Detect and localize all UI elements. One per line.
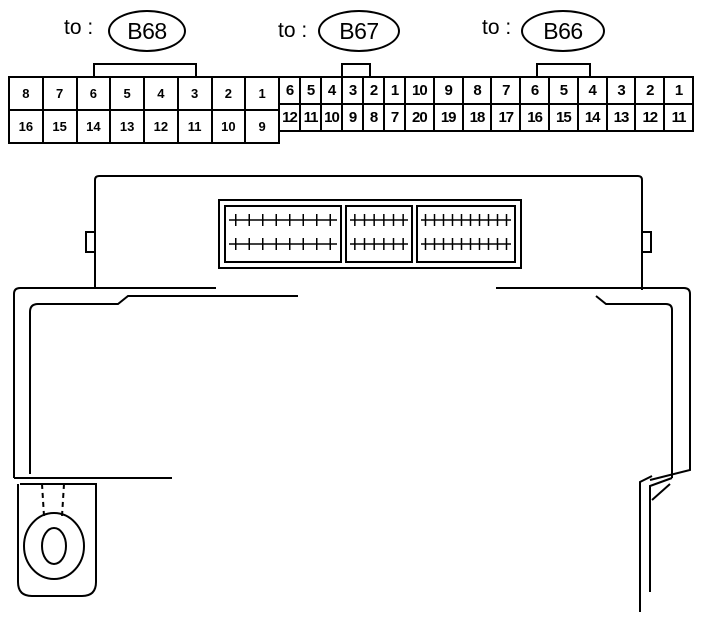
b67-pin: 7 (385, 105, 404, 130)
tab-dash-right (61, 483, 65, 517)
b66-pin: 6 (521, 78, 548, 103)
b68-pin: 15 (43, 111, 76, 142)
b67-key-bracket (341, 63, 371, 76)
socket-pin-marks (229, 214, 511, 250)
b66-pin: 4 (578, 78, 606, 103)
tab-dash-left (41, 483, 45, 517)
bracket-left-inner (29, 295, 298, 474)
b67-pin: 10 (322, 105, 341, 130)
b66-pin: 17 (492, 105, 520, 130)
b66-pin: 2 (636, 78, 664, 103)
socket-section-b68 (224, 205, 342, 263)
b67-connector-label: B67 (318, 10, 400, 52)
b68-pin-grid: 8 7 6 5 4 3 2 1 16 15 14 13 12 11 10 9 (8, 76, 280, 144)
b66-pin: 14 (578, 105, 606, 130)
b67-pin: 3 (343, 78, 362, 103)
b66-pin: 12 (636, 105, 664, 130)
left-ear (85, 231, 95, 253)
b68-pin: 11 (178, 111, 211, 142)
b67-pin: 5 (301, 78, 320, 103)
b68-pin: 13 (111, 111, 143, 142)
bracket-right-leg-inner (649, 477, 673, 592)
b67-pin: 4 (322, 78, 341, 103)
b66-pin: 16 (521, 105, 548, 130)
b66-pin: 8 (463, 78, 491, 103)
b67-pin: 11 (301, 105, 320, 130)
socket-section-b67 (345, 205, 413, 263)
bracket-left-top (13, 287, 216, 478)
b68-pin: 9 (246, 111, 278, 142)
b68-pin: 5 (111, 78, 143, 109)
b68-to-label: to : (64, 16, 94, 39)
b66-key-bracket (536, 63, 591, 76)
b66-pin: 5 (549, 78, 577, 103)
b67-pin: 1 (385, 78, 404, 103)
b68-pin: 10 (212, 111, 245, 142)
b66-pin: 11 (665, 105, 692, 130)
bracket-right-leg-outer (639, 475, 653, 612)
mounting-hole-outer (23, 512, 85, 580)
b66-connector-label: B66 (521, 10, 605, 52)
mounting-hole-inner (41, 527, 67, 565)
b66-pin: 13 (607, 105, 635, 130)
b68-pin: 7 (43, 78, 76, 109)
b67-pin: 8 (364, 105, 383, 130)
bracket-right-inner (595, 295, 673, 478)
b67-pin-grid: 6 5 4 3 2 1 12 11 10 9 8 7 (278, 76, 406, 132)
b67-to-label: to : (278, 19, 308, 42)
b66-pin: 15 (549, 105, 577, 130)
connector-socket (218, 199, 522, 269)
b66-pin: 3 (607, 78, 635, 103)
b66-pin: 1 (665, 78, 692, 103)
b66-pin-grid: 10 9 8 7 6 5 4 3 2 1 20 19 18 17 16 15 1… (404, 76, 694, 132)
b68-pin: 16 (10, 111, 42, 142)
b68-connector-label: B68 (108, 10, 186, 52)
b68-pin: 12 (145, 111, 177, 142)
right-ear (642, 231, 652, 253)
b68-pin: 6 (77, 78, 110, 109)
b66-pin: 9 (434, 78, 462, 103)
b66-pin: 7 (492, 78, 520, 103)
b67-pin: 2 (364, 78, 383, 103)
b68-pin: 14 (77, 111, 110, 142)
b68-pin: 2 (212, 78, 245, 109)
b66-pin: 20 (406, 105, 433, 130)
b66-pin: 19 (434, 105, 462, 130)
b66-pin: 10 (406, 78, 433, 103)
bracket-right-top (496, 287, 691, 481)
b67-pin: 9 (343, 105, 362, 130)
b68-pin: 8 (10, 78, 42, 109)
b68-pin: 1 (246, 78, 278, 109)
b68-pin: 4 (145, 78, 177, 109)
b68-pin: 3 (178, 78, 211, 109)
b66-pin: 18 (463, 105, 491, 130)
b68-key-bracket (93, 63, 197, 76)
bracket-right-leg-brace (651, 483, 671, 501)
b67-pin: 6 (280, 78, 299, 103)
socket-section-b66 (416, 205, 516, 263)
b67-pin: 12 (280, 105, 299, 130)
b66-to-label: to : (482, 16, 512, 39)
mounting-tab (17, 483, 97, 597)
ecu-body (94, 175, 643, 290)
